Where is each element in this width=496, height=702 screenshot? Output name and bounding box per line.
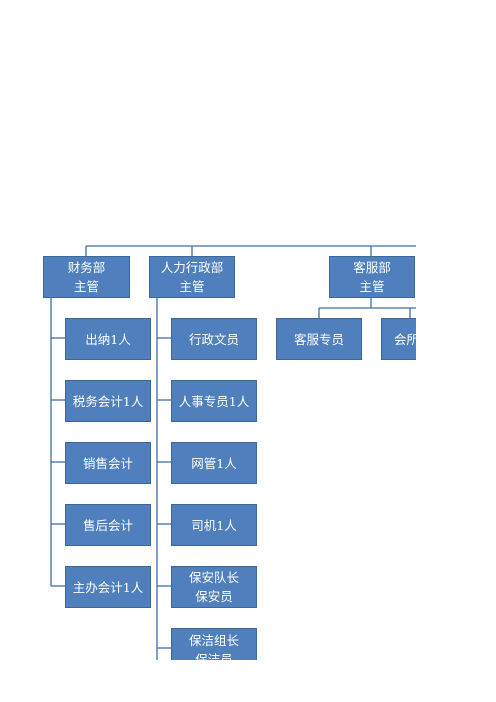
hr-admin-member-label: 保安队长 保安员 xyxy=(188,570,239,604)
hr-admin-department-role: 主管 xyxy=(179,279,205,294)
finance-member-box: 主办会计1人 xyxy=(65,566,151,608)
customer-service-member-box: 客服专员 xyxy=(276,318,362,360)
hr-admin-member-box: 网管1人 xyxy=(171,442,257,484)
finance-member-box: 税务会计1人 xyxy=(65,380,151,422)
finance-member-label: 售后会计 xyxy=(82,517,133,533)
hr-admin-department-title: 人力行政部 xyxy=(160,260,224,275)
hr-admin-member-label: 人事专员1人 xyxy=(178,393,250,409)
hr-admin-department-box: 人力行政部 主管 xyxy=(149,256,235,298)
customer-service-member-label: 客服专员 xyxy=(293,331,344,347)
customer-service-department-box: 客服部 主管 xyxy=(329,256,415,298)
finance-member-label: 出纳1人 xyxy=(85,331,131,347)
finance-member-box: 出纳1人 xyxy=(65,318,151,360)
finance-member-label: 销售会计 xyxy=(82,455,133,471)
customer-service-department-role: 主管 xyxy=(359,279,385,294)
finance-department-title: 财务部 xyxy=(67,260,106,275)
org-chart: 财务部 主管 人力行政部 主管 客服部 主管 出纳1人 税务会计1人 销售会计 … xyxy=(43,245,416,660)
finance-member-box: 销售会计 xyxy=(65,442,151,484)
hr-admin-member-box: 人事专员1人 xyxy=(171,380,257,422)
finance-department-box: 财务部 主管 xyxy=(43,256,130,298)
finance-member-label: 主办会计1人 xyxy=(72,579,144,595)
finance-department-role: 主管 xyxy=(73,279,99,294)
customer-service-member-label: 会所 xyxy=(394,331,416,347)
hr-admin-member-label: 保洁组长 保洁员 xyxy=(188,633,239,660)
hr-admin-member-label: 行政文员 xyxy=(188,331,239,347)
hr-admin-member-box: 保安队长 保安员 xyxy=(171,566,257,608)
finance-member-box: 售后会计 xyxy=(65,504,151,546)
hr-admin-member-box: 司机1人 xyxy=(171,504,257,546)
customer-service-member-box: 会所 xyxy=(381,318,416,360)
hr-admin-member-box: 保洁组长 保洁员 xyxy=(171,628,257,660)
customer-service-department-title: 客服部 xyxy=(353,260,391,275)
hr-admin-member-label: 网管1人 xyxy=(191,455,237,471)
hr-admin-member-box: 行政文员 xyxy=(171,318,257,360)
finance-member-label: 税务会计1人 xyxy=(72,393,144,409)
hr-admin-member-label: 司机1人 xyxy=(191,517,237,533)
connector-lines xyxy=(50,245,416,660)
